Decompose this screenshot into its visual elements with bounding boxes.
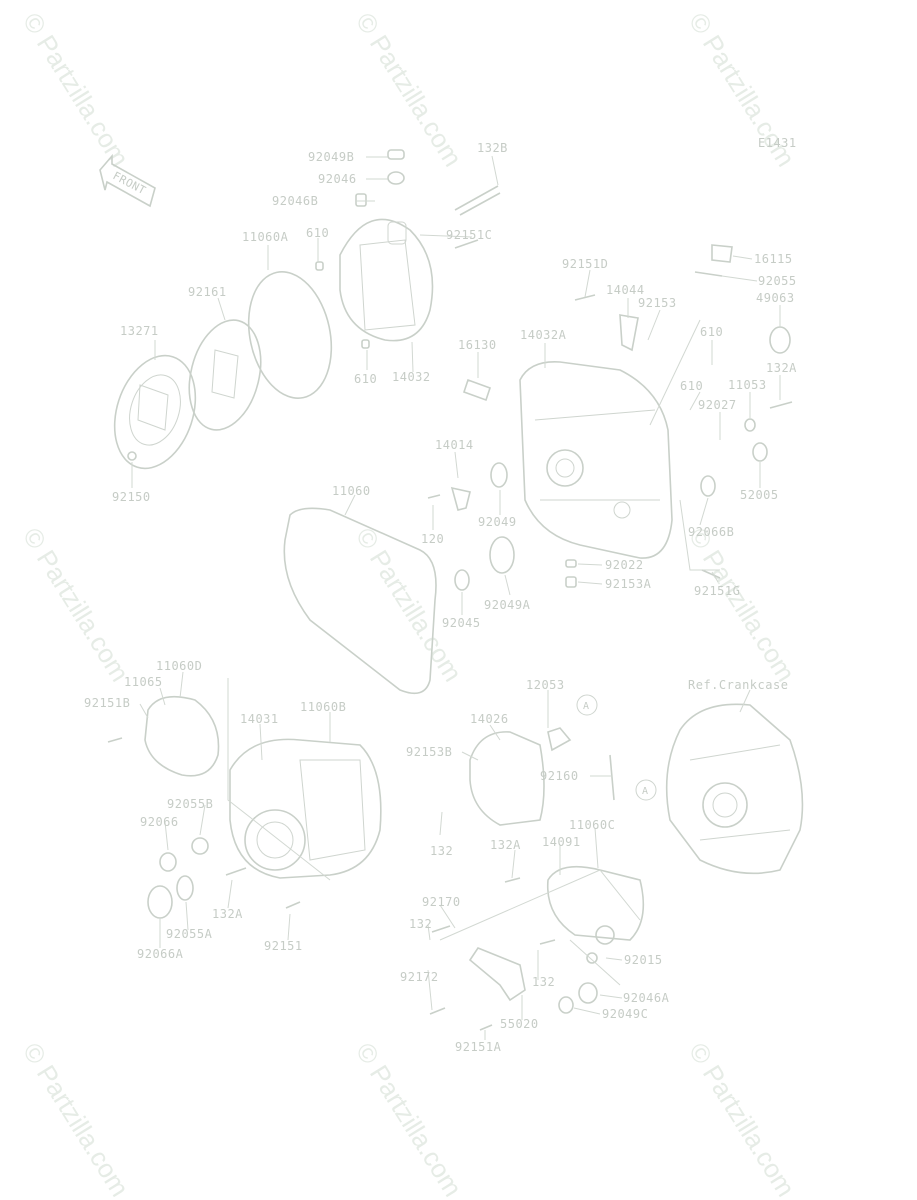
part-label: 92151D <box>562 257 608 271</box>
part-label: 120 <box>421 532 444 546</box>
part-label: 14044 <box>606 283 645 297</box>
part-label: 92170 <box>422 895 461 909</box>
part-label: 92161 <box>188 285 227 299</box>
magneto-cover-group <box>107 695 382 919</box>
callout-letter: A <box>642 786 649 797</box>
part-label: 92151G <box>694 584 740 598</box>
part-label: 14026 <box>470 712 509 726</box>
part-label: 92151A <box>455 1040 502 1054</box>
part-label: 92055 <box>758 274 797 288</box>
part-label: 92027 <box>698 398 737 412</box>
part-label: 610 <box>700 325 723 339</box>
part-label: 92022 <box>605 558 644 572</box>
part-label: 92066B <box>688 525 734 539</box>
part-label: 14014 <box>435 438 474 452</box>
part-label: 11065 <box>124 675 163 689</box>
part-label: 132B <box>477 141 508 155</box>
part-label: 92049 <box>478 515 517 529</box>
diagram-code: E1431 <box>758 136 797 150</box>
watermark: © Partzilla.com <box>683 522 801 686</box>
watermark: © Partzilla.com <box>350 522 468 686</box>
part-label: 49063 <box>756 291 795 305</box>
part-label: 92151B <box>84 696 130 710</box>
leader-lines <box>131 155 781 1040</box>
part-label: 92151 <box>264 939 303 953</box>
part-label: 16130 <box>458 338 497 352</box>
clutch-cover-group <box>113 149 501 470</box>
part-label: 92066A <box>137 947 184 961</box>
part-label: 14031 <box>240 712 279 726</box>
part-label: 14091 <box>542 835 581 849</box>
part-label: 132A <box>212 907 243 921</box>
watermark: © Partzilla.com <box>17 522 135 686</box>
part-label: 11060 <box>332 484 371 498</box>
part-label: 14032A <box>520 328 567 342</box>
part-label: 92066 <box>140 815 179 829</box>
part-label: 92015 <box>624 953 663 967</box>
part-label: 13271 <box>120 324 159 338</box>
part-label: 92046 <box>318 172 357 186</box>
part-label: 92055A <box>166 927 213 941</box>
watermark: © Partzilla.com <box>350 1037 468 1200</box>
part-label: 11060D <box>156 659 202 673</box>
part-label: 11060A <box>242 230 289 244</box>
part-label: 92046A <box>623 991 670 1005</box>
part-label: 12053 <box>526 678 565 692</box>
watermark: © Partzilla.com <box>17 1037 135 1200</box>
part-label: 92046B <box>272 194 318 208</box>
part-label: 610 <box>354 372 377 386</box>
part-label: 11060C <box>569 818 615 832</box>
part-label: 132 <box>532 975 555 989</box>
sprocket-cover-group <box>429 727 645 1031</box>
part-label: 132 <box>409 917 432 931</box>
part-label: 92049A <box>484 598 531 612</box>
part-label: 92049C <box>602 1007 648 1021</box>
part-label: 92153 <box>638 296 677 310</box>
ref-note: Ref.Crankcase <box>688 678 788 692</box>
part-label: 14032 <box>392 370 431 384</box>
watermark: © Partzilla.com <box>350 7 468 171</box>
crankcase-reference: A A <box>576 694 804 875</box>
part-label: 92055B <box>167 797 213 811</box>
part-label: 92172 <box>400 970 439 984</box>
part-label: 610 <box>306 226 329 240</box>
part-label: 92045 <box>442 616 481 630</box>
watermark: © Partzilla.com <box>17 7 135 171</box>
part-label: 11053 <box>728 378 767 392</box>
part-label: 92151C <box>446 228 492 242</box>
part-label: 92049B <box>308 150 354 164</box>
part-label: 52005 <box>740 488 779 502</box>
watermark: © Partzilla.com <box>683 1037 801 1200</box>
part-label: 92153B <box>406 745 452 759</box>
part-label: 132A <box>766 361 797 375</box>
callout-letter: A <box>583 701 590 712</box>
part-label: 16115 <box>754 252 793 266</box>
part-label: 55020 <box>500 1017 539 1031</box>
part-label: 610 <box>680 379 703 393</box>
part-label: 92153A <box>605 577 652 591</box>
part-label: 92150 <box>112 490 151 504</box>
part-label: 132 <box>430 844 453 858</box>
part-label: 132A <box>490 838 521 852</box>
part-number-labels: 92049B 92046 92046B 132B 11060A 610 9215… <box>84 141 797 1054</box>
crankcase-cover-group <box>283 244 793 695</box>
part-label: 92160 <box>540 769 579 783</box>
part-label: 11060B <box>300 700 346 714</box>
